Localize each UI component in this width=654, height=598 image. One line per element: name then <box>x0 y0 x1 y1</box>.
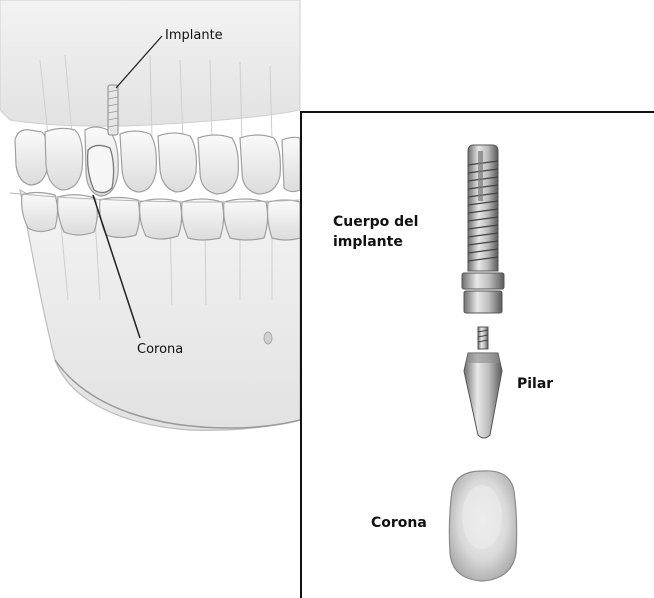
implant-body-label-line1: Cuerpo del <box>333 214 418 230</box>
pilar-label: Pilar <box>517 374 553 394</box>
implant-body-shape <box>462 145 504 313</box>
corona-label-jaw: Corona <box>137 342 183 357</box>
implante-label: Implante <box>165 28 223 43</box>
crown-shape <box>449 471 516 581</box>
implant-body-label: Cuerpo del implante <box>333 212 418 252</box>
abutment-shape <box>464 327 502 438</box>
component-illustrations <box>302 113 654 598</box>
implant-body-label-line2: implante <box>333 234 403 250</box>
components-panel <box>300 111 654 598</box>
corona-label-inset: Corona <box>371 513 427 533</box>
